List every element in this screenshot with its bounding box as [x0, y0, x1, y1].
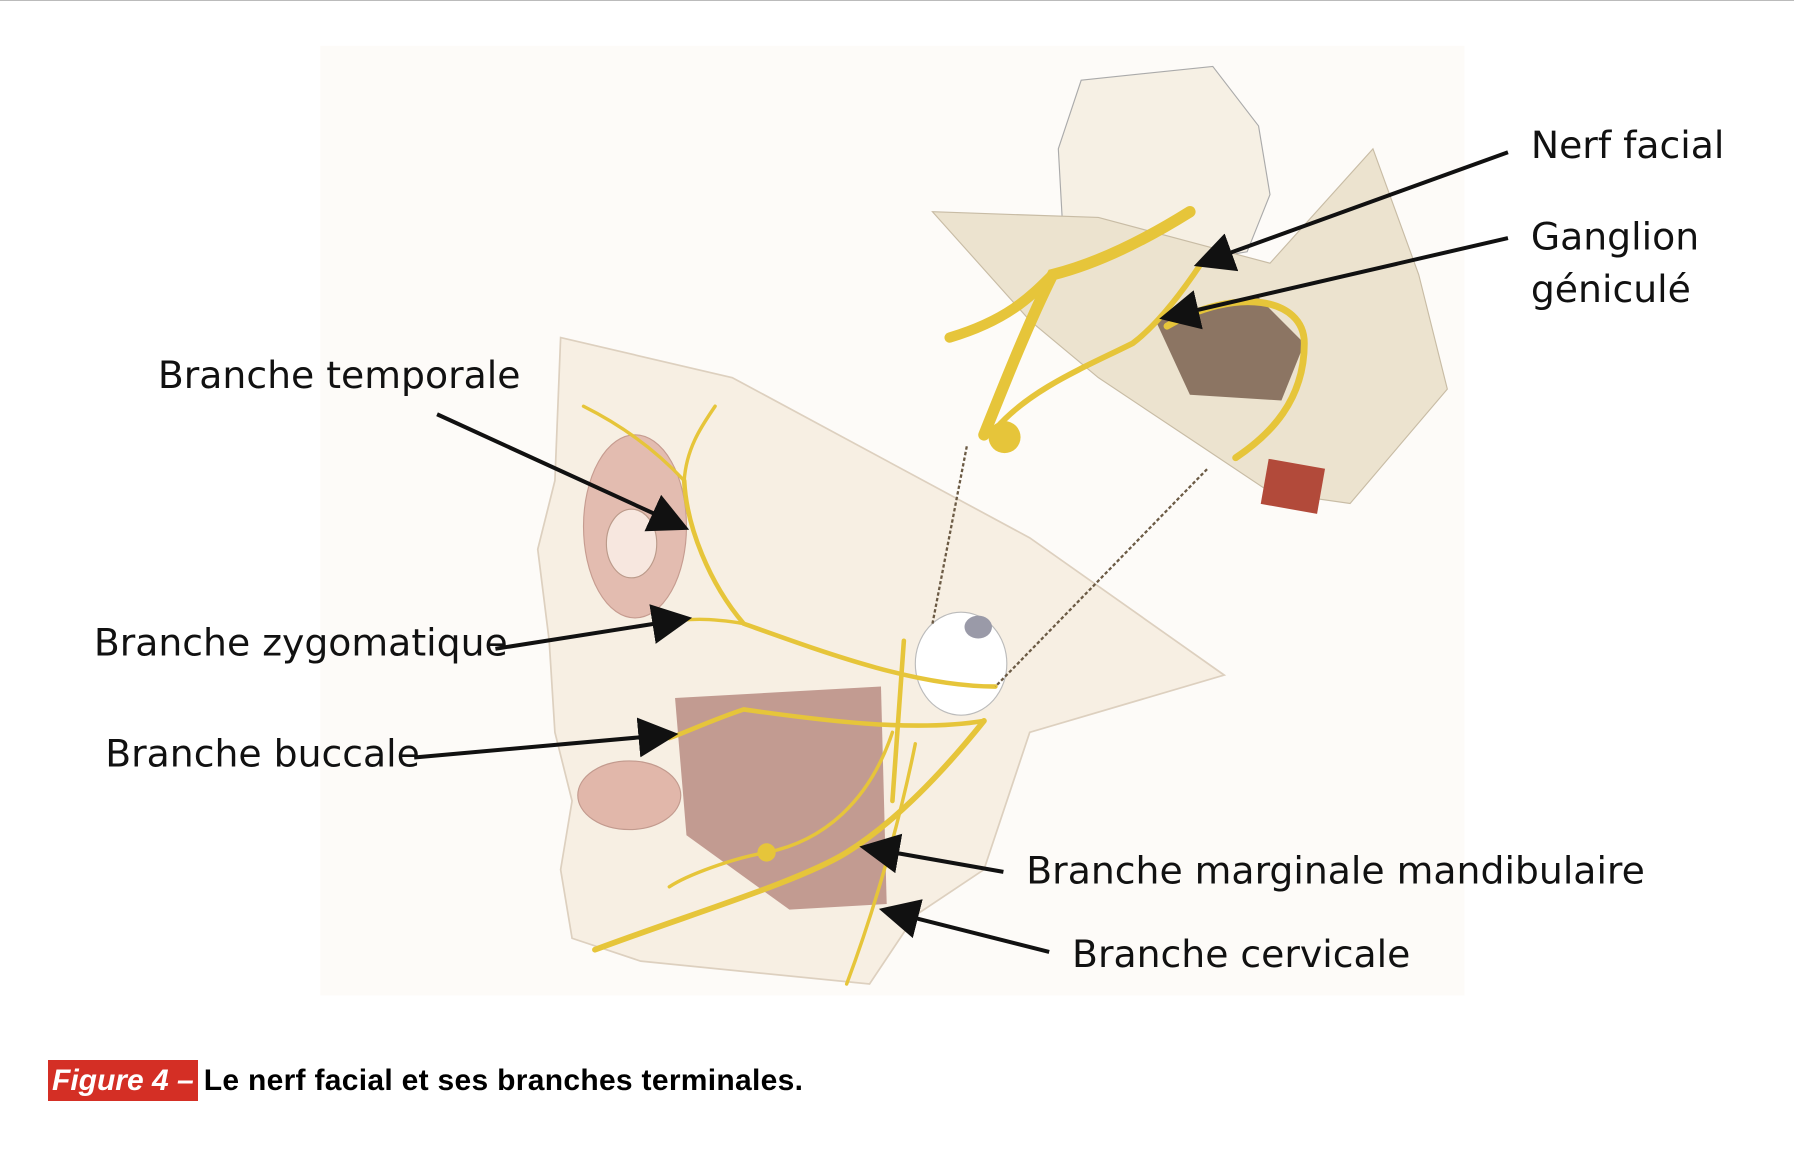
label-branche-buccale: Branche buccale	[105, 732, 420, 776]
label-nerf-facial: Nerf facial	[1531, 123, 1725, 167]
ear-canal	[964, 615, 992, 639]
nerve-path-dashed	[994, 468, 1208, 688]
buccinator-muscle	[675, 686, 887, 910]
label-branche-zygomatique: Branche zygomatique	[94, 621, 508, 665]
lips	[577, 760, 682, 831]
label-branche-cervicale: Branche cervicale	[1072, 932, 1410, 976]
submandibular-ganglion	[988, 421, 1021, 454]
figure-number: Figure 4 –	[48, 1060, 198, 1101]
nerve-junction	[757, 843, 776, 862]
pointer-arrows	[413, 150, 1509, 954]
label-branche-temporale: Branche temporale	[158, 353, 521, 397]
caption-text: Le nerf facial et ses branches terminale…	[203, 1063, 804, 1097]
chorda-tympani	[931, 446, 968, 624]
styloid	[1260, 458, 1326, 514]
eye	[605, 508, 658, 579]
label-genicule: géniculé	[1531, 267, 1691, 311]
label-ganglion: Ganglion	[1531, 214, 1699, 258]
tmj	[914, 611, 1008, 716]
figure-caption: Figure 4 – Le nerf facial et ses branche…	[48, 1060, 803, 1101]
brainstem	[1057, 65, 1271, 270]
top-border	[0, 0, 1794, 1]
label-branche-marginale: Branche marginale mandibulaire	[1026, 848, 1645, 892]
